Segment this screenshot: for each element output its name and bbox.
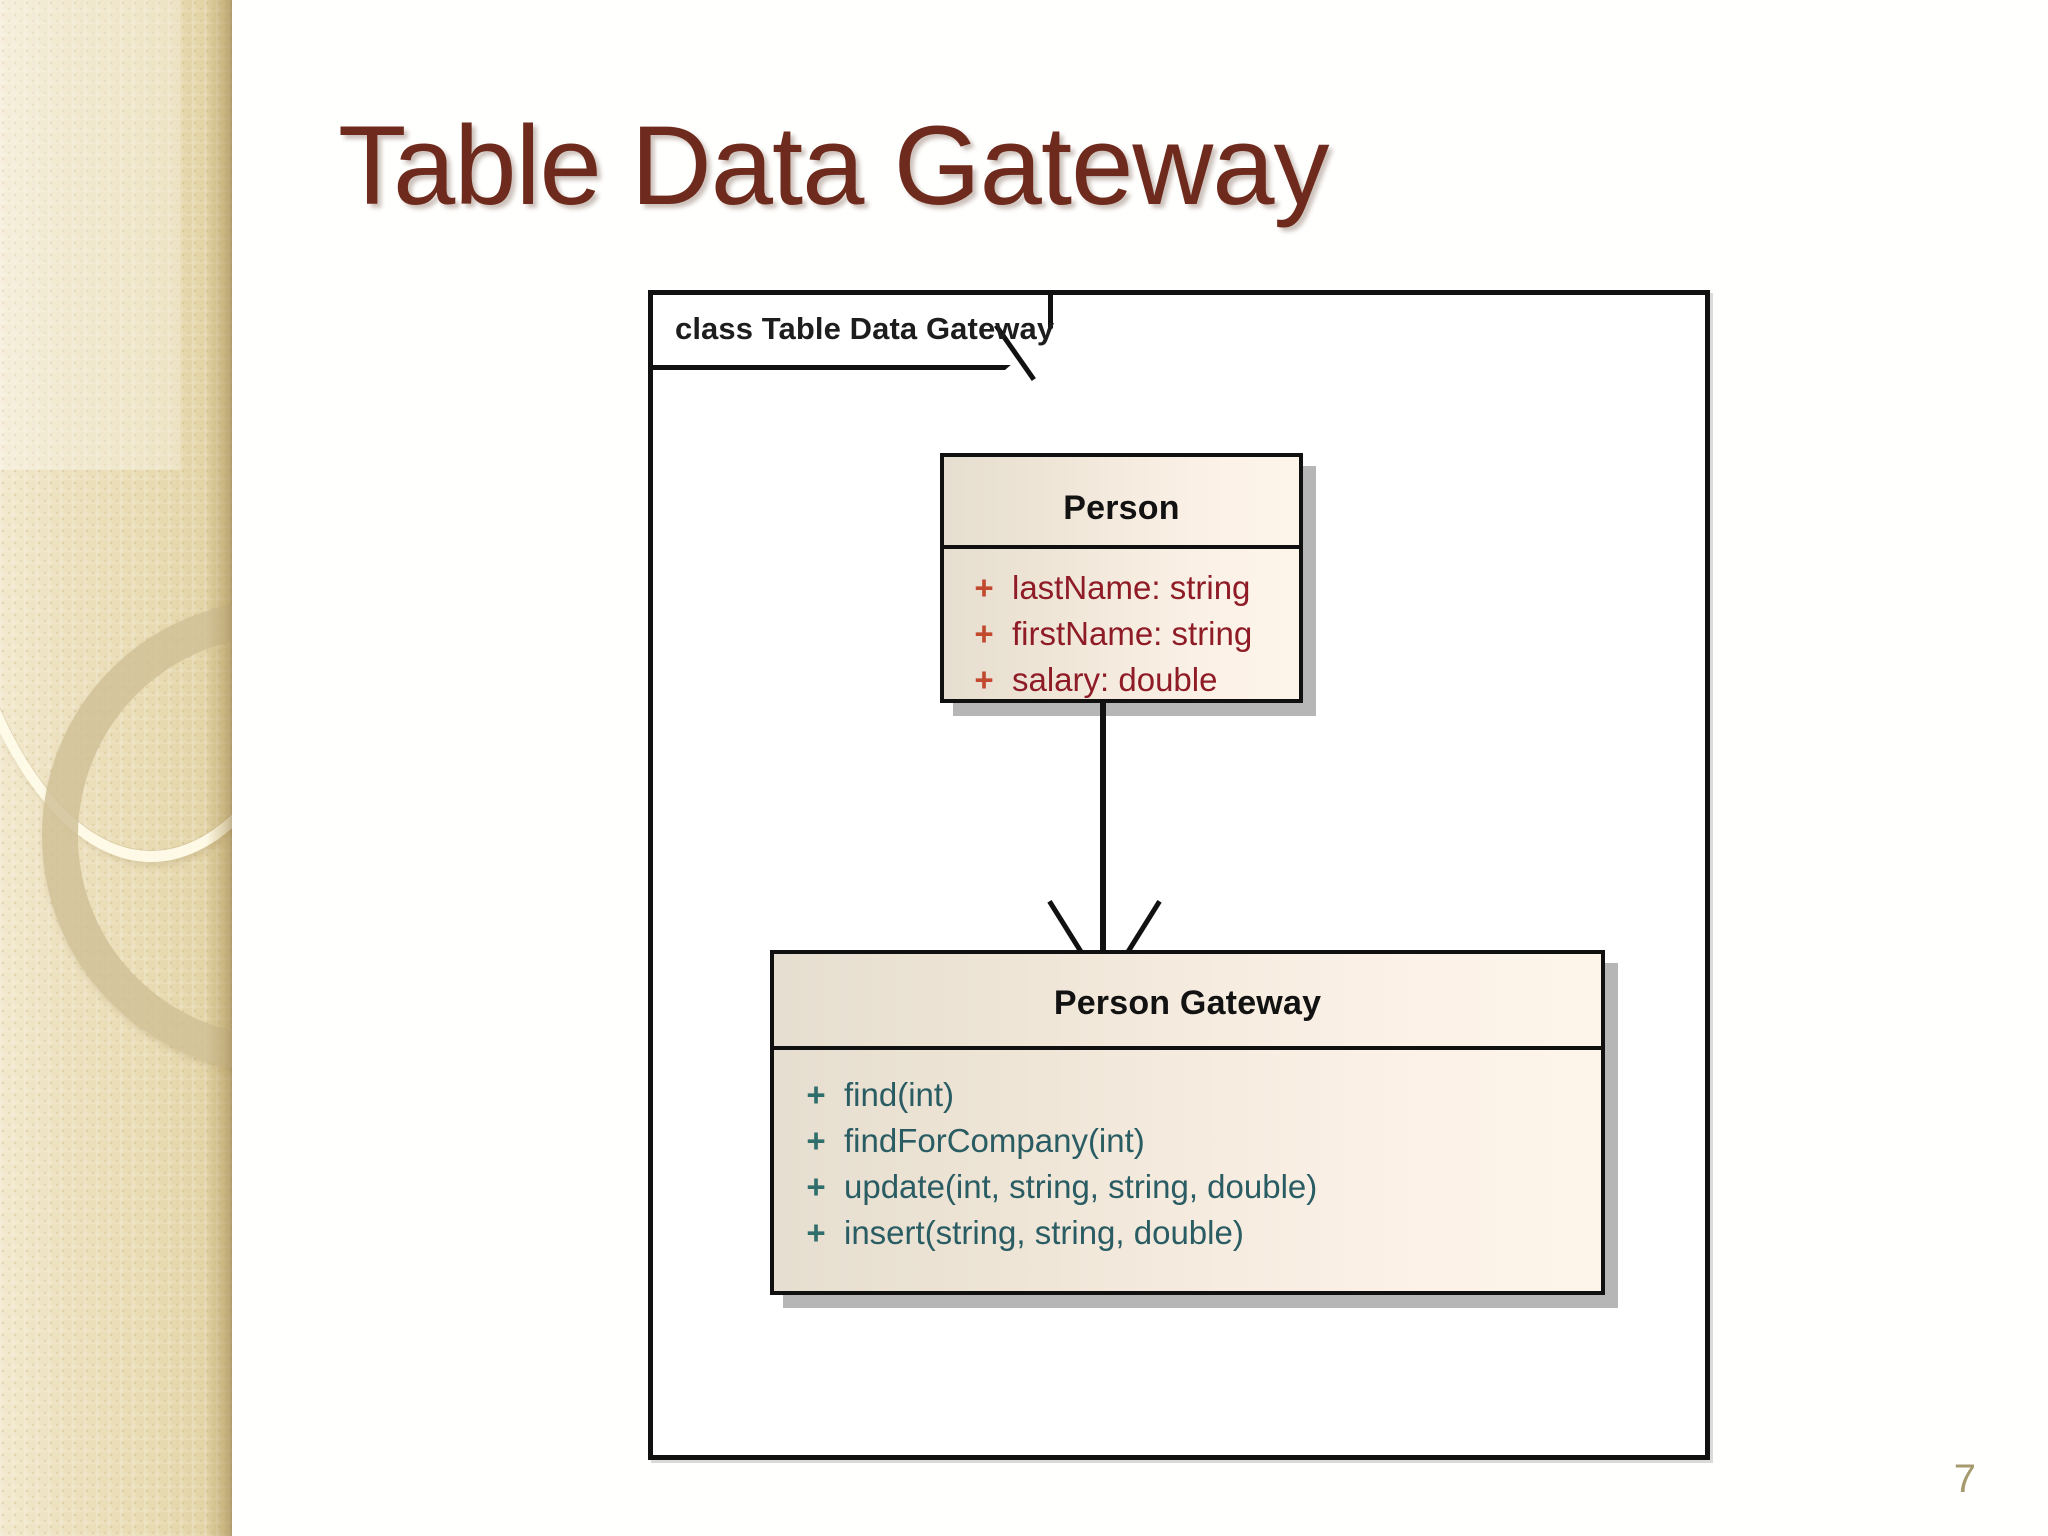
visibility-marker: +: [806, 1076, 826, 1113]
operation-signature: find(int): [844, 1076, 955, 1113]
operation-signature: insert(string, string, double): [844, 1213, 1244, 1251]
frame-name-tag: [653, 295, 1053, 370]
uml-attribute-row: + salary: double: [956, 657, 1299, 703]
visibility-marker: +: [974, 614, 994, 652]
uml-class-divider: [944, 545, 1299, 549]
operation-signature: update(int, string, string, double): [844, 1167, 1318, 1205]
visibility-marker: +: [806, 1121, 826, 1159]
sidebar-edge-shading: [206, 0, 232, 1536]
decorative-sidebar: [0, 0, 232, 1536]
uml-class-person[interactable]: Person + lastName: string + firstName: s…: [940, 453, 1303, 703]
association-connector-line: [1100, 703, 1106, 955]
uml-attribute-list: + lastName: string + firstName: string +…: [944, 549, 1299, 713]
uml-class-name: Person: [1063, 489, 1180, 527]
uml-operation-list: + find(int) + findForCompany(int) + upda…: [774, 1050, 1601, 1265]
attribute-signature: firstName: string: [1012, 614, 1253, 652]
uml-operation-row: + find(int): [788, 1072, 1601, 1118]
visibility-marker: +: [806, 1167, 826, 1205]
uml-class-person-gateway[interactable]: Person Gateway + find(int) + findForComp…: [770, 950, 1605, 1295]
frame-label: class Table Data Gateway: [675, 311, 1055, 346]
uml-class-name: Person Gateway: [1053, 984, 1322, 1022]
attribute-signature: lastName: string: [1012, 569, 1251, 606]
page-number: 7: [1953, 1457, 1976, 1501]
attribute-signature: salary: double: [1012, 660, 1218, 698]
uml-operation-row: + insert(string, string, double): [788, 1210, 1601, 1256]
visibility-marker: +: [806, 1213, 826, 1251]
uml-attribute-row: + firstName: string: [956, 611, 1299, 657]
visibility-marker: +: [974, 660, 994, 698]
uml-operation-row: + update(int, string, string, double): [788, 1164, 1601, 1210]
uml-diagram-frame: class Table Data Gateway Person + lastNa…: [648, 290, 1710, 1460]
operation-signature: findForCompany(int): [844, 1121, 1145, 1159]
uml-attribute-row: + lastName: string: [956, 565, 1299, 611]
uml-operation-row: + findForCompany(int): [788, 1118, 1601, 1164]
visibility-marker: +: [974, 569, 994, 606]
page-title: Table Data Gateway: [338, 103, 1330, 228]
uml-class-divider: [774, 1046, 1601, 1050]
